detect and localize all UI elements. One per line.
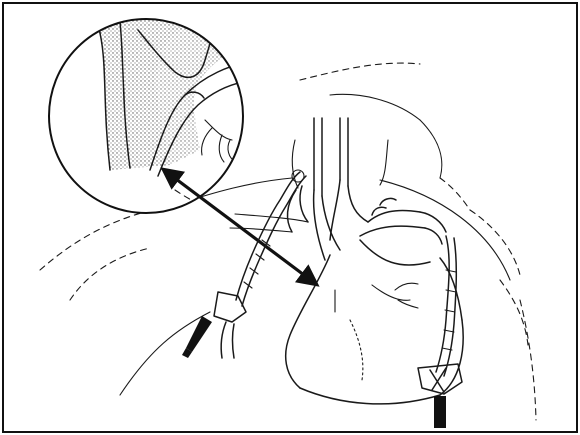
neck-and-jaw-outline: [292, 63, 470, 210]
double-headed-arrow: [164, 170, 316, 284]
magnified-inset-circle: [40, 10, 260, 230]
right-catheter-assembly: [418, 236, 462, 394]
left-insertion-handle: [182, 316, 212, 358]
great-vessels: [230, 118, 446, 260]
right-insertion-handle: [434, 396, 446, 428]
